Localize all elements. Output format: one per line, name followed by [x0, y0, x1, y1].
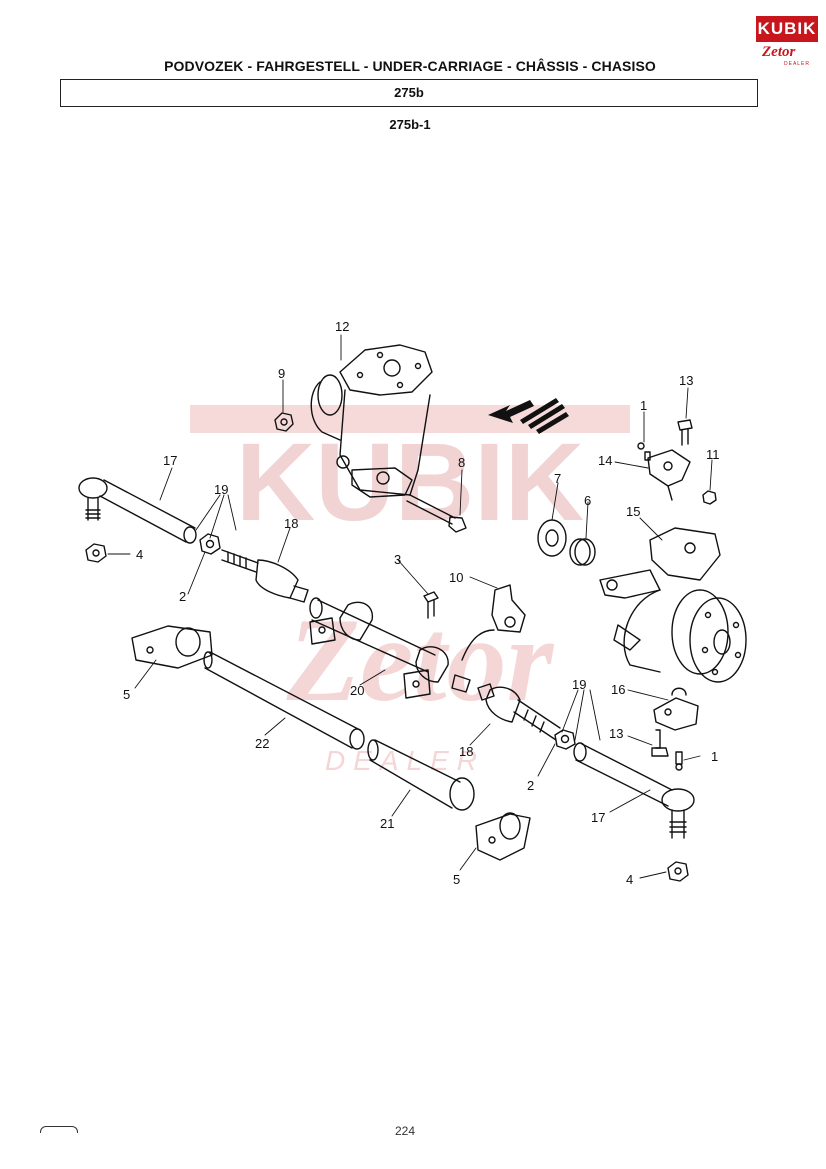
callout-20: 20 [350, 683, 364, 698]
callout-19: 19 [572, 677, 586, 692]
nut-part-4-right [667, 861, 689, 882]
footer-mark [40, 1126, 78, 1133]
steering-arm-part-16 [653, 687, 699, 731]
page-number: 224 [395, 1124, 416, 1138]
logo-brand: KUBIK [756, 16, 818, 42]
callout-18: 18 [459, 744, 473, 759]
tie-rod-part-17-right [573, 742, 695, 839]
callout-11: 11 [706, 447, 720, 462]
callout-21: 21 [380, 816, 394, 831]
tie-rod-part-17-left [78, 477, 197, 544]
callout-6: 6 [584, 493, 591, 508]
watermark: KUBIK Zetor DEALER [190, 405, 630, 776]
bolt-part-8 [406, 494, 467, 533]
callout-18: 18 [284, 516, 298, 531]
callout-5: 5 [123, 687, 130, 702]
callout-labels: 12 9 8 17 19 4 2 18 3 10 7 6 1 13 14 11 … [123, 319, 720, 887]
callout-1: 1 [640, 398, 647, 413]
callout-7: 7 [554, 471, 561, 486]
callout-9: 9 [278, 366, 285, 381]
adjusting-screw-part-18-right [477, 683, 561, 741]
nut-part-9 [274, 412, 294, 432]
callout-5: 5 [453, 872, 460, 887]
callout-16: 16 [611, 682, 625, 697]
callout-2: 2 [527, 778, 534, 793]
nut-part-2-left [199, 533, 221, 555]
clamp-part-10 [491, 584, 526, 633]
center-tube-part-20 [309, 597, 495, 699]
callout-14: 14 [598, 453, 612, 468]
callout-2: 2 [179, 589, 186, 604]
tube-part-22 [203, 651, 365, 750]
ring-part-6 [569, 538, 596, 566]
callout-4: 4 [626, 872, 633, 887]
grease-nipple-part-1-top [637, 442, 651, 461]
clamp-part-5-right [475, 812, 531, 861]
sleeve-part-21 [367, 739, 475, 811]
clamp-part-5-left [131, 625, 213, 669]
callout-8: 8 [458, 455, 465, 470]
logo-sub: Zetor [762, 44, 796, 60]
callout-12: 12 [335, 319, 349, 334]
callout-17: 17 [591, 810, 605, 825]
steering-knuckle-part-15 [599, 527, 747, 683]
bolt-part-13-bottom [651, 729, 669, 757]
logo-tag: DEALER [784, 61, 811, 67]
kubik-zetor-logo: KUBIK Zetor DEALER [756, 16, 818, 70]
figure-code: 275b-1 [389, 117, 431, 132]
callout-19: 19 [214, 482, 228, 497]
callout-13: 13 [679, 373, 693, 388]
nut-part-4-left [85, 543, 107, 563]
callout-1: 1 [711, 749, 718, 764]
knuckle-housing-part-12 [310, 344, 433, 498]
grease-nipple-part-1-bottom [675, 751, 683, 771]
callout-22: 22 [255, 736, 269, 751]
steering-arm-part-14 [647, 449, 691, 501]
direction-arrow [488, 398, 569, 434]
watermark-sub: Zetor [286, 593, 555, 726]
section-code-box: 275b [60, 79, 758, 107]
page-title: PODVOZEK - FAHRGESTELL - UNDER-CARRIAGE … [164, 58, 656, 74]
callout-17: 17 [163, 453, 177, 468]
nut-part-11 [702, 490, 717, 505]
watermark-tag: DEALER [325, 745, 485, 776]
adjusting-screw-part-18-left [221, 549, 309, 603]
bolt-part-3 [423, 591, 439, 619]
bolt-part-13-top [677, 419, 693, 446]
callout-13: 13 [609, 726, 623, 741]
nut-part-2-right [554, 729, 576, 750]
callout-10: 10 [449, 570, 463, 585]
leader-lines [107, 334, 713, 879]
watermark-brand: KUBIK [236, 421, 584, 544]
callout-4: 4 [136, 547, 143, 562]
callout-15: 15 [626, 504, 640, 519]
callout-3: 3 [394, 552, 401, 567]
